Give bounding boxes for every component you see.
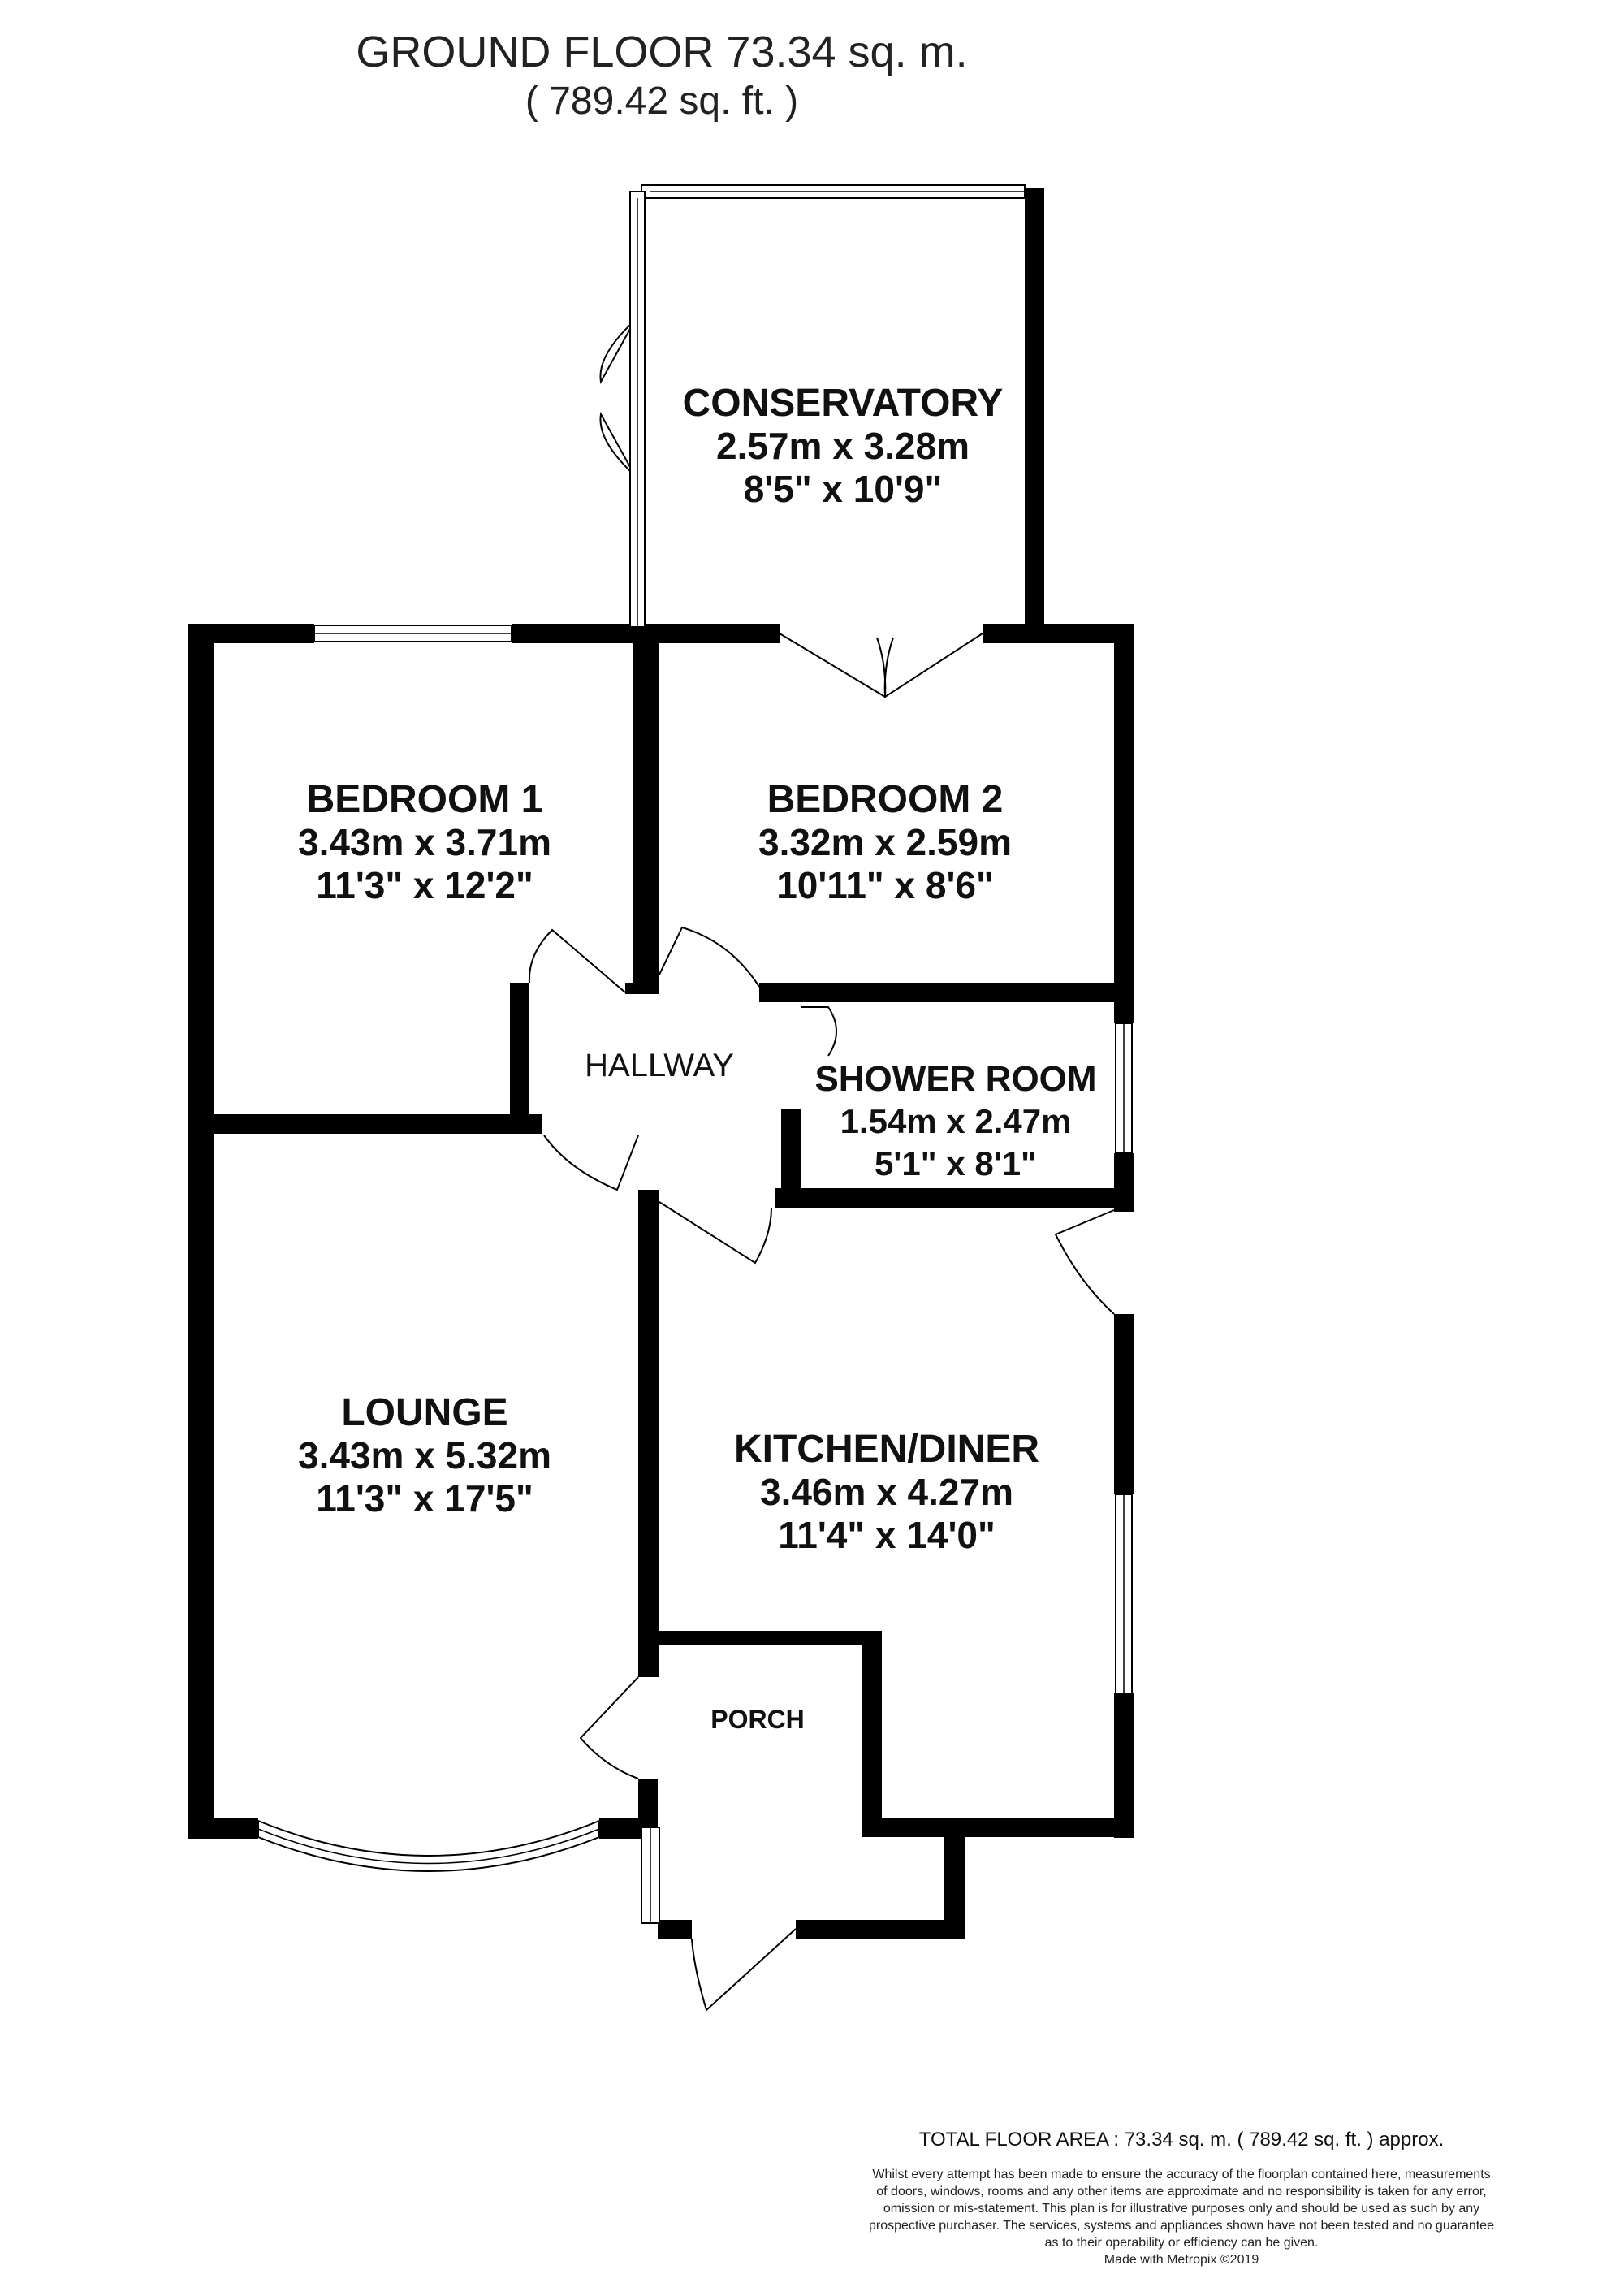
bedroom1-label: BEDROOM 1 3.43m x 3.71m 11'3" x 12'2" xyxy=(298,778,551,906)
door xyxy=(659,926,760,988)
wall xyxy=(759,983,1134,1002)
wall xyxy=(188,1818,258,1839)
door xyxy=(779,633,887,698)
floor-area-sqft: ( 789.42 sq. ft. ) xyxy=(525,80,798,123)
disclaimer-line: prospective purchaser. The services, sys… xyxy=(869,2219,1494,2233)
disclaimer-line: as to their operability or efficiency ca… xyxy=(1045,2236,1319,2250)
room-imperial: 5'1" x 8'1" xyxy=(875,1144,1037,1182)
door xyxy=(528,928,626,993)
door xyxy=(883,633,983,698)
door xyxy=(1054,1209,1115,1315)
disclaimer-line: omission or mis-statement. This plan is … xyxy=(883,2202,1479,2216)
room-metric: 3.43m x 5.32m xyxy=(298,1434,551,1476)
walls xyxy=(188,188,1134,1939)
room-name: BEDROOM 1 xyxy=(307,778,543,821)
room-name: CONSERVATORY xyxy=(683,382,1004,425)
bay-window xyxy=(257,1819,600,1872)
floor-title: GROUND FLOOR 73.34 sq. m. xyxy=(356,28,967,76)
room-imperial: 10'11" x 8'6" xyxy=(776,864,994,906)
wall xyxy=(862,1631,882,1837)
wall xyxy=(796,1920,965,1939)
room-imperial: 8'5" x 10'9" xyxy=(744,468,943,510)
metropix-credit: Made with Metropix ©2019 xyxy=(1104,2253,1259,2267)
wall xyxy=(1025,188,1044,643)
wall xyxy=(1114,1314,1134,1494)
room-imperial: 11'3" x 17'5" xyxy=(316,1477,533,1520)
bedroom2-label: BEDROOM 2 3.32m x 2.59m 10'11" x 8'6" xyxy=(758,778,1012,906)
wall xyxy=(638,1190,659,1677)
room-name: LOUNGE xyxy=(341,1391,508,1434)
wall xyxy=(944,1818,965,1939)
room-name: SHOWER ROOM xyxy=(814,1059,1096,1099)
door xyxy=(599,412,631,472)
door xyxy=(691,1928,797,2012)
conservatory-label: CONSERVATORY 2.57m x 3.28m 8'5" x 10'9" xyxy=(683,382,1004,510)
door xyxy=(599,324,631,384)
doors xyxy=(528,324,1115,2012)
door xyxy=(659,1201,772,1265)
room-metric: 1.54m x 2.47m xyxy=(840,1102,1072,1140)
wall xyxy=(188,1114,542,1134)
room-metric: 3.43m x 3.71m xyxy=(298,821,551,863)
windows xyxy=(257,184,1133,1924)
wall xyxy=(638,1631,882,1645)
door xyxy=(801,1006,837,1057)
door xyxy=(579,1676,639,1779)
disclaimer: Whilst every attempt has been made to en… xyxy=(869,2168,1494,2267)
wall xyxy=(188,624,214,1838)
wall xyxy=(633,624,659,983)
total-floor-area: TOTAL FLOOR AREA : 73.34 sq. m. ( 789.42… xyxy=(919,2129,1445,2151)
wall xyxy=(510,983,529,1134)
disclaimer-line: of doors, windows, rooms and any other i… xyxy=(876,2185,1486,2198)
wall xyxy=(625,983,659,994)
room-imperial: 11'4" x 14'0" xyxy=(778,1514,996,1556)
porch-label: PORCH xyxy=(710,1705,805,1734)
shower-label: SHOWER ROOM 1.54m x 2.47m 5'1" x 8'1" xyxy=(814,1059,1096,1182)
lounge-label: LOUNGE 3.43m x 5.32m 11'3" x 17'5" xyxy=(298,1391,551,1520)
hallway-label: HALLWAY xyxy=(585,1048,734,1083)
wall xyxy=(1114,624,1134,1023)
room-metric: 2.57m x 3.28m xyxy=(716,425,970,467)
door xyxy=(543,1135,639,1191)
room-metric: 3.32m x 2.59m xyxy=(758,821,1012,863)
room-name: BEDROOM 2 xyxy=(767,778,1004,821)
kitchen-label: KITCHEN/DINER 3.46m x 4.27m 11'4" x 14'0… xyxy=(734,1428,1039,1556)
wall xyxy=(875,1818,1134,1837)
room-imperial: 11'3" x 12'2" xyxy=(316,864,533,906)
room-metric: 3.46m x 4.27m xyxy=(760,1471,1013,1513)
room-name: KITCHEN/DINER xyxy=(734,1428,1039,1471)
wall xyxy=(1114,1693,1134,1838)
wall xyxy=(775,1188,1134,1208)
disclaimer-line: Whilst every attempt has been made to en… xyxy=(872,2168,1490,2181)
wall xyxy=(658,1920,692,1939)
wall xyxy=(983,624,1134,643)
